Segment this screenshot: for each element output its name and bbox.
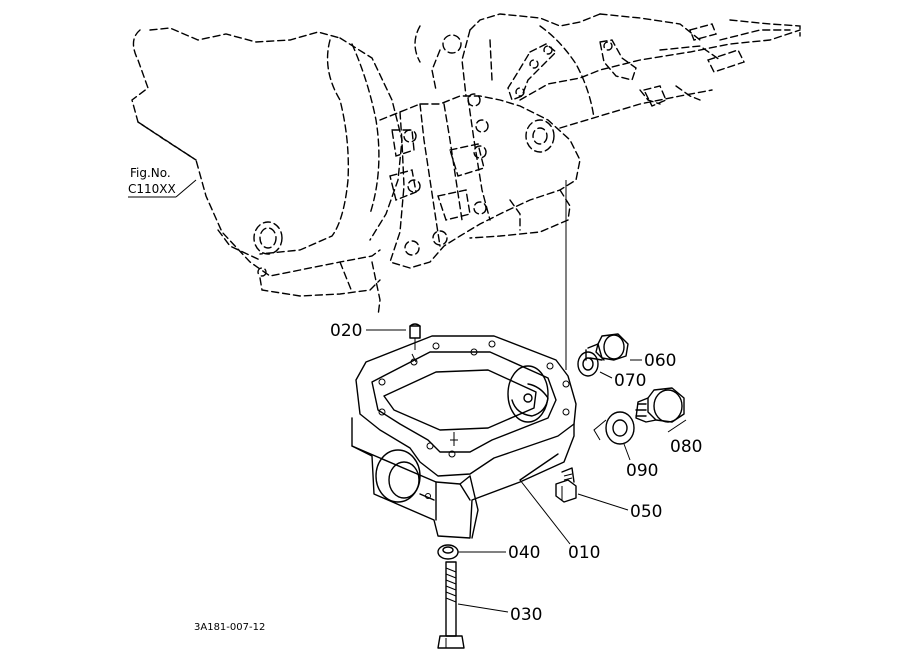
figure-ref-line2: C110XX [128, 182, 176, 196]
callout-040: 040 [508, 543, 540, 563]
callout-080: 080 [670, 437, 702, 457]
washer-part-040 [437, 544, 459, 560]
leader-lines [366, 329, 687, 613]
housing-outline [131, 13, 801, 317]
gear-case-part [351, 335, 577, 539]
callout-070: 070 [614, 371, 646, 391]
figure-ref-line1: Fig.No. [130, 166, 171, 180]
callout-050: 050 [630, 502, 662, 522]
gasket-part-090 [593, 411, 635, 445]
bolt-part-030 [437, 561, 465, 649]
callout-030: 030 [510, 605, 542, 625]
dowel-pin-part [409, 323, 421, 363]
bolt-part-050 [555, 467, 577, 503]
plug-part-080 [635, 387, 685, 423]
gasket-part-070 [577, 351, 599, 377]
callout-labels: 010 020 030 040 050 060 070 080 090 [330, 321, 702, 625]
callout-020: 020 [330, 321, 362, 341]
plug-part-060 [585, 333, 629, 361]
callout-090: 090 [626, 461, 658, 481]
callout-060: 060 [644, 351, 676, 371]
callout-010: 010 [568, 543, 600, 563]
drawing-code: 3A181-007-12 [194, 622, 265, 633]
figure-reference: Fig.No. C110XX [128, 166, 197, 198]
